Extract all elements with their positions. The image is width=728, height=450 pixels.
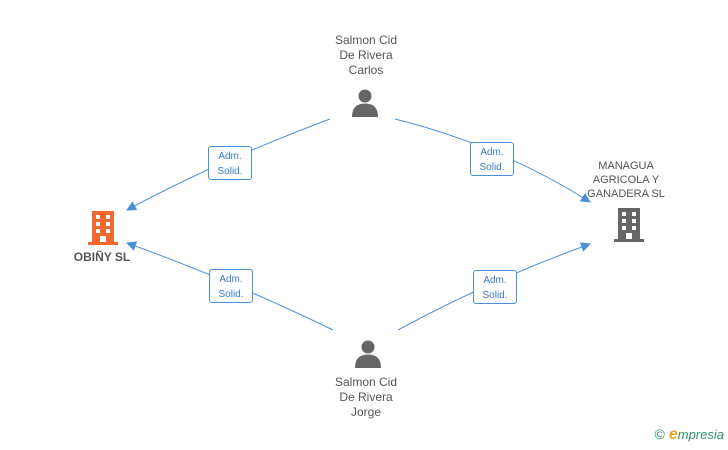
logo-text: mpresia [677,427,724,442]
edge-label-role: Adm. [480,147,504,158]
edge-label-jorge-obiny[interactable]: Adm. Solid. [209,269,253,303]
edge-label-role-type: Solid. [482,290,508,301]
copyright-symbol: © [654,426,665,442]
person-bottom-line-3: Jorge [350,405,382,419]
edge-label-role: Adm. [219,274,243,285]
person-bottom-line-1: Salmon Cid [334,375,398,389]
person-bottom-label: Salmon Cid De Rivera Jorge [306,375,426,420]
edge-label-role: Adm. [483,275,507,286]
empresia-logo: ©empresia [655,426,724,444]
company-left-building-icon[interactable] [88,211,118,245]
person-top-line-2: De Rivera [339,48,393,62]
edge-label-role-type: Solid. [479,162,505,173]
edge-label-role-type: Solid. [217,166,243,177]
company-right-line-3: GANADERA SL [587,188,665,200]
edge-label-role: Adm. [218,151,242,162]
person-bottom-icon[interactable] [354,340,382,368]
company-right-label: MANAGUA AGRICOLA Y GANADERA SL [576,159,676,201]
person-top-label: Salmon Cid De Rivera Carlos [306,33,426,78]
company-right-building-icon[interactable] [614,208,644,242]
logo-initial: e [668,426,678,443]
company-right-line-1: MANAGUA [598,160,654,172]
company-right-line-2: AGRICOLA Y [592,174,660,186]
person-top-icon[interactable] [351,89,379,117]
edge-label-role-type: Solid. [218,289,244,300]
person-top-line-1: Salmon Cid [334,33,398,47]
edge-label-carlos-obiny[interactable]: Adm. Solid. [208,146,252,180]
edge-label-jorge-managua[interactable]: Adm. Solid. [473,270,517,304]
person-bottom-line-2: De Rivera [339,390,393,404]
company-left-label: OBIÑY SL [73,250,131,264]
edge-label-carlos-managua[interactable]: Adm. Solid. [470,142,514,176]
person-top-line-3: Carlos [348,63,384,77]
